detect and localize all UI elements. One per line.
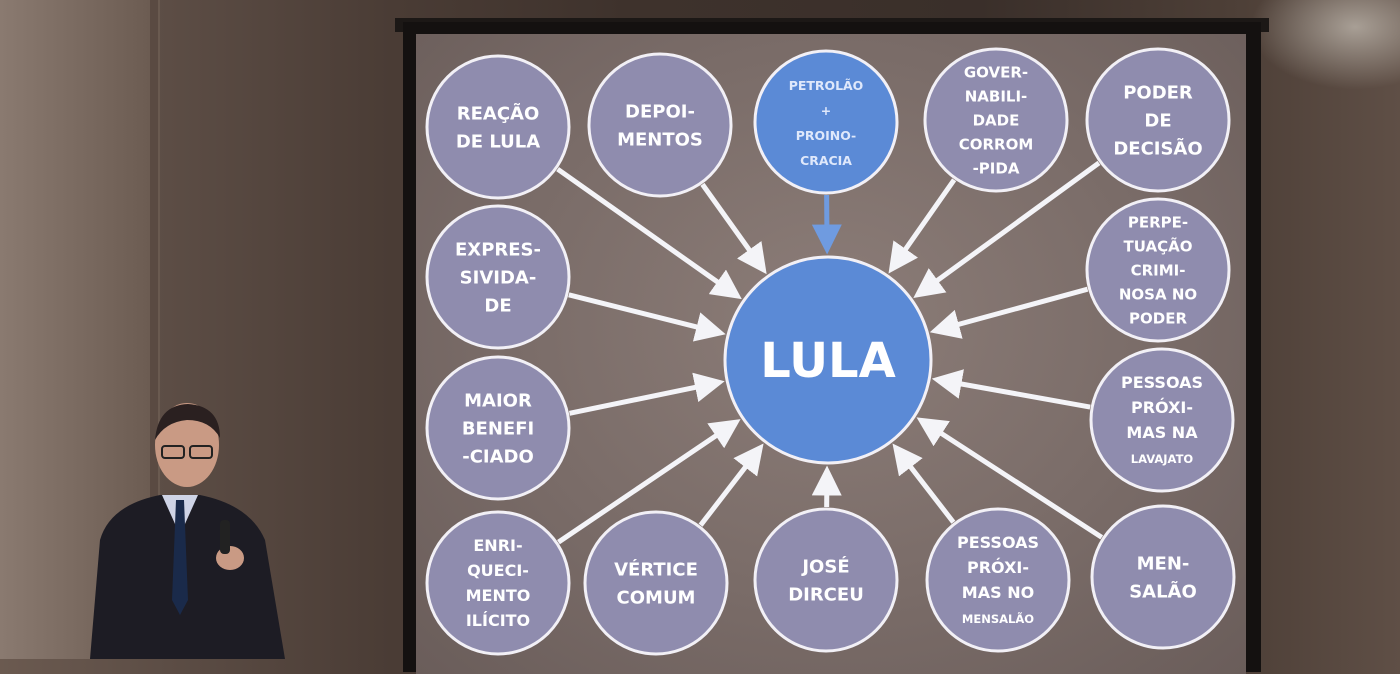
node-circle (1091, 349, 1233, 491)
presenter (70, 400, 300, 659)
node-petrolao: PETROLÃO+PROINO-CRACIA (755, 51, 897, 193)
node-circle (1092, 506, 1234, 648)
center-layer: LULA (725, 257, 931, 463)
node-depoimentos: DEPOI-MENTOS (589, 54, 731, 196)
arrow-maior-beneficiado (569, 383, 717, 413)
arrow-governabilidade (893, 180, 954, 268)
arrow-pessoas-lavajato (939, 380, 1090, 407)
arrow-expressividade (569, 295, 719, 333)
arrow-vertice-comum (701, 449, 759, 525)
arrow-pessoas-mensalao (897, 449, 953, 522)
node-expressividade: EXPRES-SIVIDA-DE (427, 206, 569, 348)
arrow-perpetuacao (937, 289, 1088, 330)
arrow-depoimentos (702, 184, 762, 268)
node-circle (427, 512, 569, 654)
node-circle (927, 509, 1069, 651)
node-circle (427, 56, 569, 198)
node-mensalao: MEN-SALÃO (1092, 506, 1234, 648)
node-circle (755, 51, 897, 193)
node-circle (585, 512, 727, 654)
center-node-lula: LULA (725, 257, 931, 463)
center-label: LULA (760, 333, 896, 389)
node-circle (589, 54, 731, 196)
node-circle (755, 509, 897, 651)
